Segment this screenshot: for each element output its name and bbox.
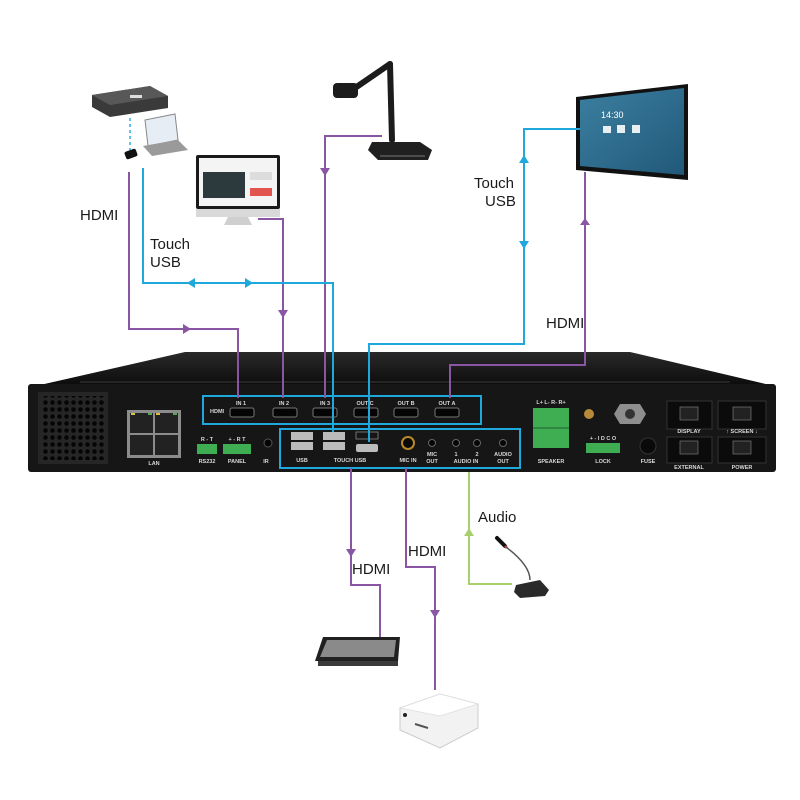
audio-out-jack[interactable]: [499, 439, 507, 447]
hdmi-port-in3[interactable]: IN 3: [312, 401, 338, 418]
hdmi-label-display: HDMI: [546, 315, 584, 332]
arrow-up-icon: [580, 218, 590, 225]
arrow-down-icon: [346, 549, 356, 557]
hdmi-highlight-box: [202, 395, 482, 425]
fuse-holder[interactable]: [639, 437, 657, 455]
speaker-label: SPEAKER: [538, 459, 565, 465]
hdmi-port-outb[interactable]: OUT B: [393, 401, 419, 418]
arrow-right-icon: [245, 278, 253, 288]
microphone-device: [495, 536, 549, 598]
lan-label: LAN: [148, 461, 159, 467]
panel-pins-label: + - R T: [229, 437, 247, 443]
svg-text:OUT B: OUT B: [397, 401, 414, 407]
touch-usb-label: TOUCH USB: [334, 458, 367, 464]
matrix-switcher-chassis: LAN R - T RS232 + - R T PANEL IR HDMI IN…: [28, 352, 776, 472]
svg-text:IN 1: IN 1: [236, 401, 246, 407]
desktop-computer-device: [196, 155, 280, 225]
mic-out-label-1: MIC: [427, 452, 437, 458]
ir-jack[interactable]: [263, 438, 273, 448]
hdmi-cable-outa-display: [449, 172, 586, 398]
rs232-pins-label: R - T: [201, 437, 214, 443]
display-connector[interactable]: [666, 400, 713, 430]
laptop-icon: [143, 113, 188, 156]
screen-connector[interactable]: [717, 400, 767, 430]
usb-audio-highlight-box: [279, 428, 521, 469]
display-clock: 14:30: [601, 110, 624, 120]
hdmi-label-presenter: HDMI: [80, 207, 118, 224]
ir-label: IR: [263, 459, 269, 465]
panel-label: PANEL: [228, 459, 247, 465]
mic-in-jack[interactable]: [401, 436, 415, 450]
usb-label: USB: [296, 458, 308, 464]
hdmi-label-touch-monitor: HDMI: [352, 561, 390, 578]
audio-cable-microphone: [468, 472, 512, 585]
mic-out-jack[interactable]: [428, 439, 436, 447]
wireless-presenter-device: [92, 86, 188, 160]
display-label: DISPLAY: [677, 429, 701, 435]
arrow-up-icon: [519, 155, 529, 163]
audio-in-1-jack[interactable]: [452, 439, 460, 447]
touch-monitor-device: [315, 637, 400, 666]
external-connector[interactable]: [666, 436, 713, 464]
arrow-down-icon: [430, 610, 440, 618]
external-label: EXTERNAL: [674, 465, 704, 471]
audio-label: Audio: [478, 509, 516, 526]
hdmi-cable-touch-monitor: [350, 468, 381, 637]
rs232-terminal[interactable]: [197, 444, 217, 454]
hdmi-label-projector: HDMI: [408, 543, 446, 560]
arrow-up-icon: [464, 528, 474, 536]
hdmi-port-outa[interactable]: OUT A: [434, 401, 460, 418]
touch-usb-label-left-1: Touch: [150, 236, 190, 253]
audio-in-2-label: 2: [475, 452, 478, 458]
arrow-down-icon: [320, 168, 330, 176]
touch-usb-ports[interactable]: [323, 431, 379, 452]
speaker-pins-label: L+ L- R- R+: [536, 400, 565, 406]
audio-out-label-1: AUDIO: [494, 452, 512, 458]
svg-text:OUT C: OUT C: [356, 401, 373, 407]
screen-label: ↑ SCREEN ↓: [726, 429, 758, 435]
usb-ports[interactable]: [291, 432, 313, 450]
hdmi-port-outc[interactable]: OUT C: [353, 401, 379, 418]
arrow-down-icon: [278, 310, 288, 318]
lan-ports[interactable]: [127, 410, 181, 458]
hdmi-group-label: HDMI: [210, 409, 225, 415]
hdmi-cable-pc-in2: [258, 218, 284, 398]
hdmi-cable-doccam-in3: [324, 135, 382, 398]
panel-terminal[interactable]: [223, 444, 251, 454]
sma-connector[interactable]: [584, 409, 594, 419]
interactive-display-device: 14:30: [576, 84, 688, 180]
touch-usb-label-right-1: Touch: [474, 175, 514, 192]
audio-in-1-label: 1: [454, 452, 457, 458]
fuse-label: FUSE: [641, 459, 656, 465]
touch-usb-label-left-2: USB: [150, 254, 181, 271]
audio-in-2-jack[interactable]: [473, 439, 481, 447]
rs232-label: RS232: [199, 459, 216, 465]
hdmi-port-in2[interactable]: IN 2: [272, 401, 298, 418]
audio-in-label: AUDIO IN: [454, 459, 479, 465]
hdmi-port-in1[interactable]: IN 1: [229, 401, 255, 418]
lock-terminal[interactable]: [586, 443, 620, 453]
power-connector[interactable]: [717, 436, 767, 464]
touch-usb-cable-presenter: [142, 168, 334, 432]
mic-out-label-2: OUT: [426, 459, 438, 465]
mic-in-label: MIC IN: [399, 458, 416, 464]
touch-usb-label-right-2: USB: [485, 193, 516, 210]
touch-usb-cable-display: [368, 128, 580, 442]
lock-pins-label: + - I D C O: [590, 436, 617, 442]
hdmi-cable-projector: [405, 468, 436, 690]
audio-out-label-2: OUT: [497, 459, 509, 465]
svg-text:IN 2: IN 2: [279, 401, 289, 407]
lock-label: LOCK: [595, 459, 611, 465]
projector-device: [398, 693, 480, 749]
svg-text:OUT A: OUT A: [439, 401, 456, 407]
svg-text:IN 3: IN 3: [320, 401, 330, 407]
arrow-right-icon: [183, 324, 191, 334]
document-camera-device: [333, 61, 432, 160]
power-label: POWER: [732, 465, 753, 471]
arrow-left-icon: [187, 278, 195, 288]
arrow-down-icon: [519, 241, 529, 249]
chassis-top: [40, 352, 770, 385]
